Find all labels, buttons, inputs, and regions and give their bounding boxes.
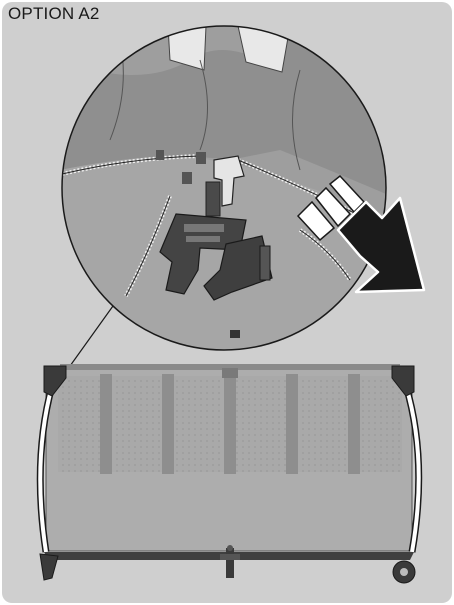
mesh-strap bbox=[286, 374, 298, 474]
top-rail-clip bbox=[222, 368, 238, 378]
mesh-strap bbox=[162, 374, 174, 474]
foot-left bbox=[40, 554, 58, 580]
figure-title: OPTION A2 bbox=[8, 4, 100, 24]
strap-adjuster bbox=[260, 246, 270, 280]
zipper-pull bbox=[196, 152, 206, 164]
mesh-panel bbox=[112, 376, 162, 472]
center-latch-plate bbox=[220, 554, 240, 560]
zipper-pull bbox=[156, 150, 164, 160]
mesh-strap bbox=[100, 374, 112, 474]
mesh-panel bbox=[174, 376, 224, 472]
wheel-hub bbox=[400, 568, 408, 576]
mesh-panel bbox=[298, 376, 348, 472]
mesh-panel bbox=[360, 376, 402, 472]
mesh-panel bbox=[236, 376, 286, 472]
playpen-diagram bbox=[40, 364, 419, 583]
buckle-strap bbox=[206, 182, 220, 216]
center-latch bbox=[226, 548, 234, 578]
buckle-slot bbox=[184, 224, 224, 232]
center-latch-knob bbox=[227, 545, 233, 551]
mesh-strap bbox=[348, 374, 360, 474]
mesh-strap bbox=[224, 374, 236, 474]
zipper-pull bbox=[182, 172, 192, 184]
buckle-slot bbox=[186, 236, 220, 242]
bottom-clip bbox=[230, 330, 240, 338]
mesh-panel bbox=[58, 376, 100, 472]
